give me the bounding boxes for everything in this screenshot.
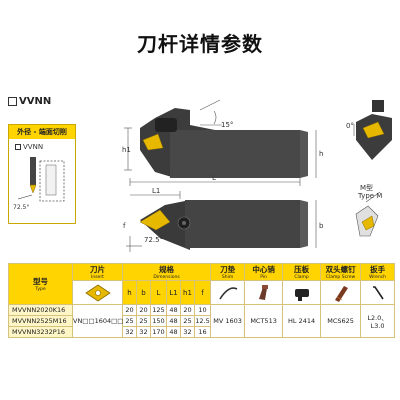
- series-name: VVNN: [19, 96, 52, 107]
- table-row: MVVNN3232P16 32 32 170 48 32 16: [8, 326, 395, 338]
- pin-icon: [258, 284, 268, 300]
- dim-h1: h1: [122, 146, 131, 154]
- dim-col-L: L: [150, 280, 167, 305]
- dim-cell: 32: [180, 326, 195, 338]
- panel-header: 外径 - 端面切削: [9, 125, 75, 139]
- dim-cell: 48: [166, 326, 181, 338]
- page-title: 刀杆详情参数: [137, 32, 263, 56]
- panel-angle: 72.5°: [13, 204, 30, 211]
- dim-cell: 16: [193, 326, 212, 338]
- screw-cell: MCS625: [320, 304, 362, 338]
- table-row: MVVNN2525M16 25 25 150 48 25 12.5: [8, 315, 395, 327]
- screw-type-label-en: Type M: [357, 192, 382, 200]
- wrench-image: [360, 280, 396, 305]
- dim-cell: 20: [136, 304, 151, 316]
- dim-cell: 48: [166, 304, 181, 316]
- dim-L: L: [212, 174, 216, 182]
- dim-cell: 25: [180, 315, 195, 327]
- series-label: VVNN: [8, 96, 51, 107]
- panel-series-text: VVNN: [23, 143, 44, 151]
- dim-cell: 125: [150, 304, 167, 316]
- screw-type-label: M型: [360, 183, 373, 192]
- insert-cell: VN□□1604□□: [72, 304, 123, 338]
- checkbox-glyph: [8, 97, 17, 106]
- icon-row: h b L L1 h1 f: [9, 280, 396, 305]
- pin-cell: MCT513: [244, 304, 284, 338]
- dim-cell: 20: [180, 304, 195, 316]
- model-cell: MVVNN2020K16: [8, 304, 73, 316]
- screw-icon: [334, 285, 348, 302]
- dim-col-b: b: [136, 280, 151, 305]
- shim-image: [210, 280, 246, 305]
- dim-angle-top: 15°: [221, 121, 233, 129]
- clamp-image: [282, 280, 322, 305]
- dim-cell: 25: [122, 315, 137, 327]
- top-view: [126, 178, 317, 252]
- dim-L1: L1: [152, 187, 160, 195]
- clamp-detail: [353, 100, 392, 160]
- dim-cell: 170: [150, 326, 167, 338]
- dim-cell: 32: [136, 326, 151, 338]
- dim-cell: 12.5: [193, 315, 212, 327]
- dim-cell: 150: [150, 315, 167, 327]
- tool-drawing: h1 h 15° L L1 b f 72.5° 0° M型 Type M: [122, 99, 392, 252]
- side-view: [124, 99, 317, 178]
- dim-cell: 48: [166, 315, 181, 327]
- dim-cell: 25: [136, 315, 151, 327]
- application-sketch-icon: [17, 157, 65, 202]
- m-type-screw-icon: [355, 191, 381, 237]
- panel-series: VVNN: [9, 139, 75, 155]
- dim-col-f: f: [193, 280, 212, 305]
- shim-cell: MV 1603: [210, 304, 246, 338]
- insert-image: [72, 280, 123, 305]
- checkbox-glyph: [15, 144, 21, 150]
- screw-image: [320, 280, 362, 305]
- clamp-icon: [294, 288, 309, 301]
- dim-col-L1: L1: [166, 280, 181, 305]
- table-row: MVVNN2020K16 VN□□1604□□ 20 20 125 48 20 …: [8, 304, 396, 338]
- insert-icon: [84, 284, 111, 301]
- pin-image: [244, 280, 284, 305]
- dim-col-h: h: [122, 280, 137, 305]
- dim-cell: 20: [122, 304, 137, 316]
- dim-col-h1: h1: [180, 280, 195, 305]
- dim-angle-bottom: 72.5°: [144, 236, 163, 244]
- wrench-cell: L2.0、L3.0: [360, 304, 396, 338]
- dim-b: b: [319, 222, 324, 230]
- model-cell: MVVNN2525M16: [8, 315, 73, 327]
- clamp-cell: HL 2414: [282, 304, 322, 338]
- dim-cell: 10: [193, 304, 212, 316]
- shim-icon: [218, 286, 237, 299]
- model-cell: MVVNN3232P16: [8, 326, 73, 338]
- application-panel: 外径 - 端面切削 VVNN 72.5°: [8, 124, 76, 224]
- dim-h: h: [319, 150, 323, 158]
- dim-angle-screw: 0°: [346, 122, 354, 130]
- dim-f: f: [123, 222, 126, 230]
- dim-cell: 32: [122, 326, 137, 338]
- wrench-icon: [372, 285, 384, 299]
